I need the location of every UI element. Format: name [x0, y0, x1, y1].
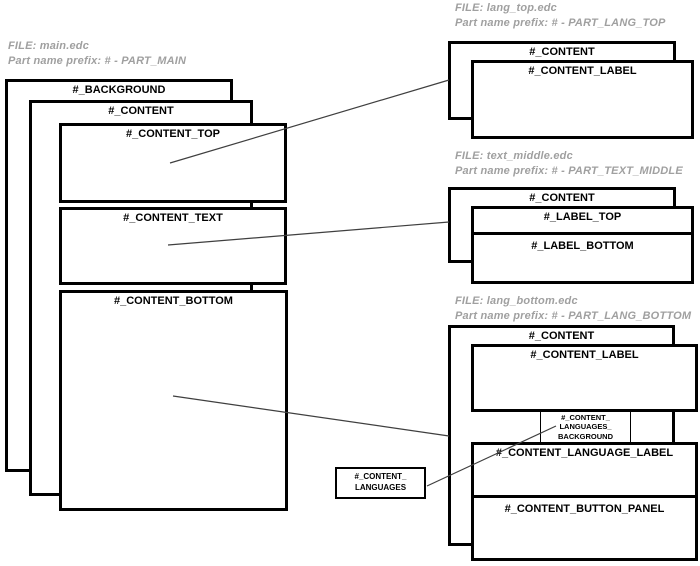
label-bottom-label: #_LABEL_BOTTOM: [531, 240, 634, 252]
text-middle-file-label: FILE: text_middle.edc: [455, 150, 573, 162]
box-langtop-content-label: #_CONTENT: [529, 46, 595, 58]
box-background-label: #_BACKGROUND: [72, 84, 166, 96]
box-content-bottom: #_CONTENT_BOTTOM: [59, 290, 288, 511]
section-label-top: #_LABEL_TOP: [474, 209, 691, 235]
box-langbottom-content-label-part-label: #_CONTENT_LABEL: [530, 349, 639, 361]
label-top-label: #_LABEL_TOP: [543, 211, 622, 223]
main-prefix-label: Part name prefix: # - PART_MAIN: [8, 55, 187, 67]
box-langtop-content-label-part: #_CONTENT_LABEL: [471, 60, 694, 139]
lang-bottom-file-label: FILE: lang_bottom.edc: [455, 295, 578, 307]
box-content-languages: #_CONTENT_ LANGUAGES: [335, 467, 426, 499]
box-content-text-label: #_CONTENT_TEXT: [123, 212, 223, 224]
box-langbottom-content-label-part: #_CONTENT_LABEL: [471, 344, 698, 412]
main-file-label: FILE: main.edc: [8, 40, 90, 52]
box-content-top: #_CONTENT_TOP: [59, 123, 287, 203]
lang-top-prefix-label: Part name prefix: # - PART_LANG_TOP: [455, 17, 666, 29]
box-content-bottom-label: #_CONTENT_BOTTOM: [114, 295, 233, 307]
box-content-text: #_CONTENT_TEXT: [59, 207, 287, 285]
box-content-languages-label: #_CONTENT_ LANGUAGES: [354, 472, 407, 492]
section-language-label: #_CONTENT_LANGUAGE_LABEL: [474, 445, 695, 498]
language-label-label: #_CONTENT_LANGUAGE_LABEL: [495, 447, 674, 459]
lang-top-file-label: FILE: lang_top.edc: [455, 2, 557, 14]
box-textmiddle-labels: #_LABEL_TOP #_LABEL_BOTTOM: [471, 206, 694, 284]
box-languages-background: #_CONTENT_ LANGUAGES_ BACKGROUND: [540, 411, 631, 443]
lang-bottom-prefix-label: Part name prefix: # - PART_LANG_BOTTOM: [455, 310, 692, 322]
box-langtop-content-label-part-label: #_CONTENT_LABEL: [528, 65, 637, 77]
box-languages-background-label: #_CONTENT_ LANGUAGES_ BACKGROUND: [558, 413, 613, 441]
text-middle-prefix-label: Part name prefix: # - PART_TEXT_MIDDLE: [455, 165, 683, 177]
section-button-panel: #_CONTENT_BUTTON_PANEL #_CONTENT_BUTTON_…: [474, 498, 695, 555]
button-panel-label: #_CONTENT_BUTTON_PANEL: [504, 503, 665, 515]
box-content-top-label: #_CONTENT_TOP: [126, 128, 220, 140]
box-langbottom-content-label: #_CONTENT: [528, 330, 595, 342]
box-language-label-and-panel: #_CONTENT_LANGUAGE_LABEL #_CONTENT_BUTTO…: [471, 442, 698, 561]
box-main-content-label: #_CONTENT: [108, 105, 174, 117]
box-textmiddle-content-label: #_CONTENT: [529, 192, 595, 204]
